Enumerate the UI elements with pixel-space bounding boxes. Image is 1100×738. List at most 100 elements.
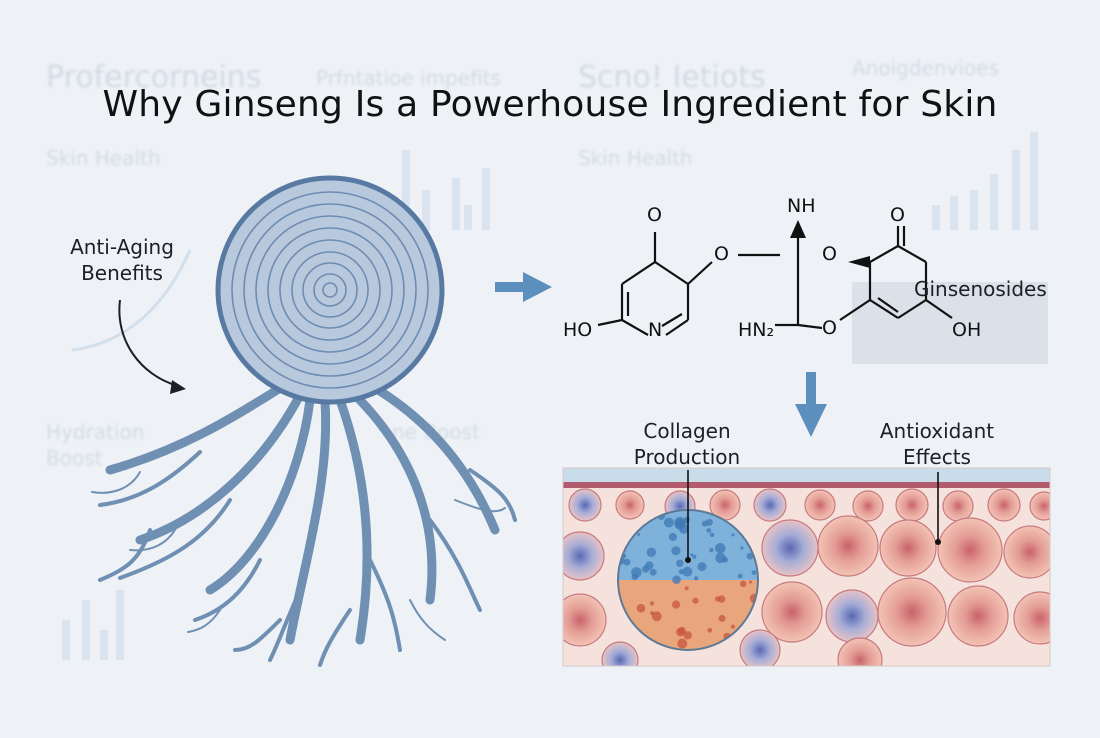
skin-cell xyxy=(761,519,819,577)
bg-text: Hydration xyxy=(46,420,145,444)
collagen-production-label: Collagen Production xyxy=(612,418,762,470)
bg-text: Prfntatioe impefits xyxy=(316,66,501,90)
collagen-dot xyxy=(651,611,662,622)
collagen-dot xyxy=(692,597,699,604)
skin-cell xyxy=(1003,525,1050,579)
collagen-dot xyxy=(718,614,726,622)
collagen-dot xyxy=(709,532,715,538)
atom-label: O xyxy=(714,243,729,265)
skin-cell xyxy=(568,488,602,522)
collagen-dot xyxy=(671,546,681,556)
collagen-dot xyxy=(674,516,686,528)
bg-text: Scno! Ietiots xyxy=(578,60,766,95)
collagen-dot xyxy=(676,627,685,637)
skin-cell xyxy=(879,519,937,577)
skin-cell xyxy=(563,593,607,647)
atom-label: N xyxy=(648,319,663,341)
bg-text: Boost xyxy=(46,446,103,470)
collagen-dot xyxy=(715,552,726,564)
collagen-dot xyxy=(707,627,713,633)
skin-cell xyxy=(563,531,605,581)
collagen-dot xyxy=(646,547,656,557)
bg-text: Anoigdenvioes xyxy=(852,56,999,80)
collagen-dot xyxy=(751,570,757,575)
collagen-dot xyxy=(714,596,721,602)
antioxidant-effects-label: Antioxidant Effects xyxy=(862,418,1012,470)
atom-label: O xyxy=(822,243,837,265)
atom-label: O xyxy=(647,204,662,226)
skin-cell xyxy=(837,637,883,666)
collagen-dot xyxy=(731,533,735,537)
collagen-dot xyxy=(668,532,678,542)
skin-cell xyxy=(895,488,929,522)
antioxidant-line2: Effects xyxy=(903,445,971,469)
anti-aging-line1: Anti-Aging xyxy=(70,235,174,259)
atom-label: OH xyxy=(952,319,982,341)
skin-cell xyxy=(852,490,884,522)
skin-cell xyxy=(739,629,781,666)
collagen-dot xyxy=(715,543,726,554)
skin-cell xyxy=(761,581,823,643)
collagen-dot xyxy=(683,631,692,640)
skin-cell xyxy=(601,641,639,666)
collagen-dot xyxy=(737,573,743,579)
collagen-dot xyxy=(709,548,714,553)
skin-cell xyxy=(877,577,947,647)
atom-label: HN₂ xyxy=(738,319,775,341)
collagen-dot xyxy=(746,552,754,560)
collagen-dot xyxy=(672,575,681,584)
collagen-dot xyxy=(717,595,726,603)
anti-aging-line2: Benefits xyxy=(81,261,163,285)
collagen-line1: Collagen xyxy=(643,419,731,443)
collagen-dot xyxy=(649,568,657,576)
skin-cell xyxy=(937,517,1003,583)
collagen-dot xyxy=(748,580,753,584)
collagen-dot xyxy=(697,562,707,572)
collagen-dot xyxy=(649,601,655,606)
collagen-dot xyxy=(636,603,646,613)
skin-cell xyxy=(615,490,645,520)
page-title: Why Ginseng Is a Powerhouse Ingredient f… xyxy=(102,84,998,125)
ginsenosides-label: Ginsenosides xyxy=(914,277,1047,301)
collagen-dot xyxy=(623,558,631,566)
bg-text: Skin Health xyxy=(46,146,161,170)
collagen-dot xyxy=(740,580,747,587)
collagen-dot xyxy=(631,573,638,581)
skin-cell xyxy=(942,490,974,522)
collagen-dot xyxy=(684,586,689,591)
skin-cell xyxy=(817,515,879,577)
skin-cell xyxy=(947,585,1009,647)
atom-label: O xyxy=(822,317,837,339)
collagen-dot xyxy=(701,520,709,527)
collagen-dot xyxy=(740,546,744,550)
collagen-dot xyxy=(676,559,684,567)
skin-cell xyxy=(825,589,879,643)
bg-text: Skin Health xyxy=(578,146,693,170)
bg-text: Profercorneins xyxy=(46,60,262,95)
collagen-dot xyxy=(645,561,654,570)
atom-label: NH xyxy=(787,195,816,217)
skin-cell xyxy=(1029,491,1050,521)
collagen-dot xyxy=(692,554,697,560)
antioxidant-line1: Antioxidant xyxy=(879,419,995,443)
collagen-dot xyxy=(637,532,641,536)
collagen-dot xyxy=(690,553,694,557)
collagen-dot xyxy=(706,528,712,533)
collagen-dot xyxy=(678,569,684,575)
collagen-dot xyxy=(672,600,681,609)
collagen-dot xyxy=(694,576,699,581)
collagen-dot xyxy=(663,517,674,528)
collagen-dot xyxy=(677,638,688,649)
collagen-dot xyxy=(682,566,693,577)
skin-cell xyxy=(804,489,836,521)
skin-cell xyxy=(1013,591,1050,645)
skin-cell xyxy=(753,488,787,522)
skin-cell xyxy=(987,488,1021,522)
collagen-dot xyxy=(730,624,736,629)
atom-label: O xyxy=(890,204,905,226)
